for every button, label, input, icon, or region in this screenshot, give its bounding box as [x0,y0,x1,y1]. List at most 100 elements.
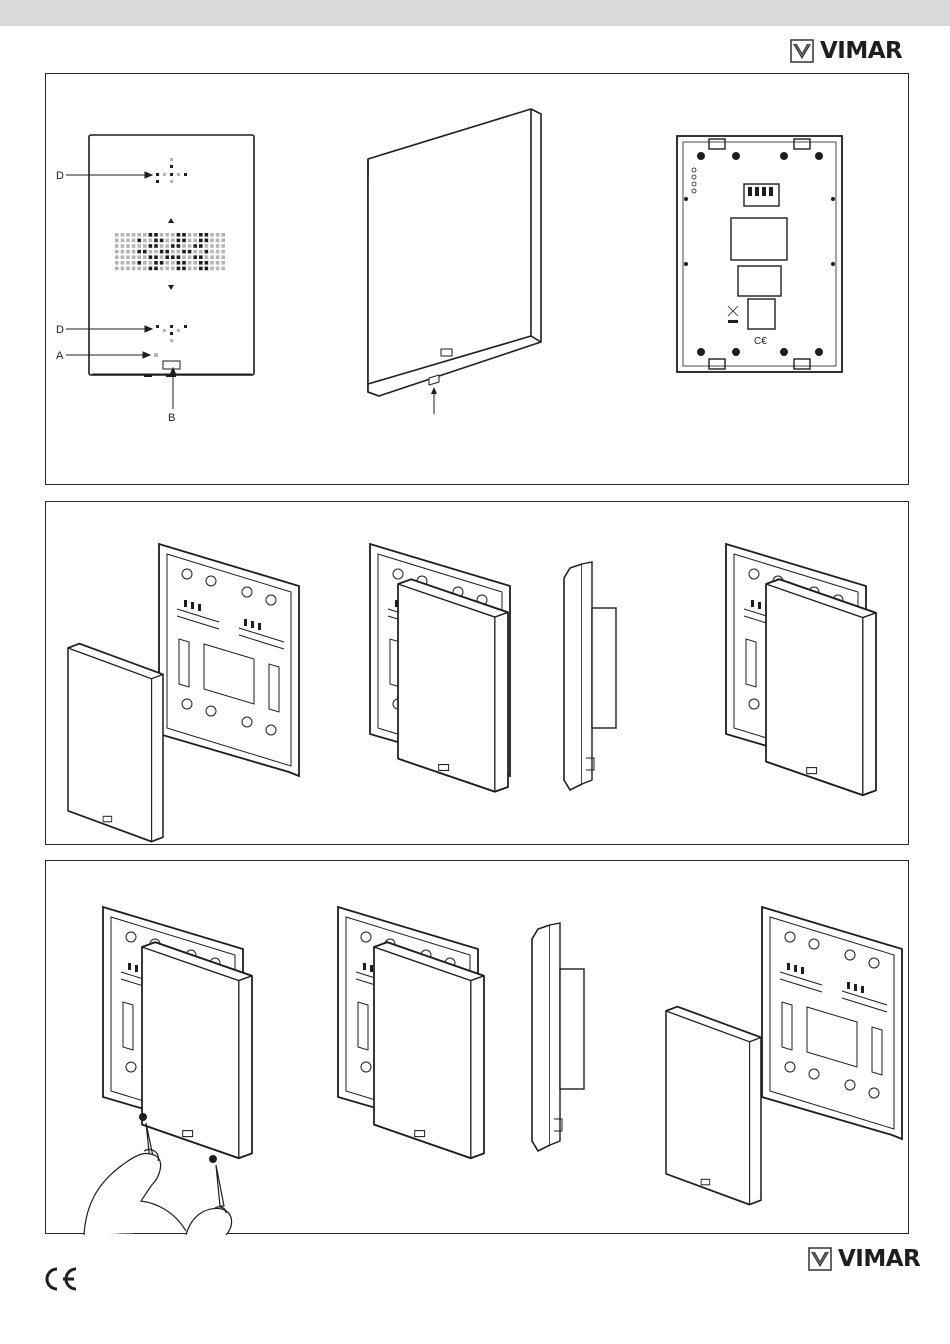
matrix-dot [177,261,181,265]
matrix-dot [160,267,164,271]
matrix-dot [132,255,136,259]
matrix-dot [132,239,136,243]
matrix-dot [143,267,147,271]
matrix-dot [149,261,153,265]
step2-lift [338,907,484,1158]
label-b: B [168,412,175,424]
vimar-logo-bottom: VIMAR [808,1246,920,1272]
matrix-dot [221,261,225,265]
matrix-dot [121,255,125,259]
matrix-dot [165,233,169,237]
matrix-dot [160,239,164,243]
matrix-dot [199,261,203,265]
matrix-dot [171,239,175,243]
matrix-dot [143,261,147,265]
matrix-dot [216,261,220,265]
matrix-dot [205,261,209,265]
step3-side [532,923,584,1151]
matrix-dot [221,267,225,271]
matrix-dot [132,250,136,254]
matrix-dot [216,250,220,254]
matrix-dot [177,244,181,248]
matrix-dot [143,255,147,259]
matrix-dot [160,261,164,265]
matrix-dot [210,267,214,271]
matrix-dot [177,239,181,243]
vimar-logo-icon [790,39,814,63]
step1-screwdriver-release [84,907,252,1235]
matrix-dot [154,244,158,248]
vimar-logo-icon [808,1247,832,1271]
matrix-dot [210,255,214,259]
matrix-dot [205,267,209,271]
matrix-dot [115,244,119,248]
matrix-dot [216,267,220,271]
step1-separate [68,544,299,842]
matrix-dot [126,267,130,271]
matrix-dot [115,261,119,265]
matrix-dot [171,255,175,259]
matrix-dot [154,255,158,259]
matrix-dot [121,250,125,254]
matrix-dot [160,250,164,254]
step4-removed [666,907,902,1205]
matrix-dot [210,239,214,243]
matrix-dot [216,239,220,243]
matrix-dot [121,261,125,265]
matrix-dot [126,261,130,265]
matrix-dot [115,233,119,237]
matrix-dot [221,233,225,237]
matrix-dot [177,250,181,254]
ce-mark-icon [40,1266,80,1292]
matrix-dot [216,255,220,259]
matrix-dot [188,244,192,248]
matrix-dot [149,239,153,243]
matrix-dot [149,233,153,237]
label-d-bottom: D [56,324,64,336]
matrix-dot [182,250,186,254]
top-bar [0,0,950,26]
matrix-dot [149,255,153,259]
matrix-dot [154,261,158,265]
matrix-dot [199,233,203,237]
matrix-dot [121,239,125,243]
matrix-dot [193,233,197,237]
matrix-dot [193,267,197,271]
matrix-dot [182,255,186,259]
button-b [163,361,180,369]
led-a [154,353,158,357]
matrix-dot [177,233,181,237]
matrix-dot [182,233,186,237]
matrix-dot [205,239,209,243]
step2-attach [370,544,510,792]
matrix-dot [149,267,153,271]
step4-mounted [726,544,876,795]
matrix-dot [199,244,203,248]
matrix-dot [199,250,203,254]
perspective-device [368,109,541,414]
panel-removal-steps [45,860,909,1234]
brand-name: VIMAR [838,1246,920,1272]
ce-mark: CE [40,1266,80,1297]
matrix-dot [160,233,164,237]
matrix-dot [149,250,153,254]
matrix-dot [193,250,197,254]
matrix-dot [188,250,192,254]
svg-text:C€: C€ [754,336,767,347]
matrix-dot [132,244,136,248]
matrix-dot [143,233,147,237]
matrix-dot [115,267,119,271]
matrix-dot [143,239,147,243]
matrix-dot [221,239,225,243]
matrix-dot [137,261,141,265]
matrix-dot [205,233,209,237]
matrix-dot [137,233,141,237]
matrix-dot [221,250,225,254]
matrix-dot [210,244,214,248]
matrix-dot [188,261,192,265]
matrix-dot [171,244,175,248]
front-view-device [89,135,254,377]
matrix-dot [171,261,175,265]
rear-view-device: C€ [677,136,842,372]
matrix-dot [171,233,175,237]
